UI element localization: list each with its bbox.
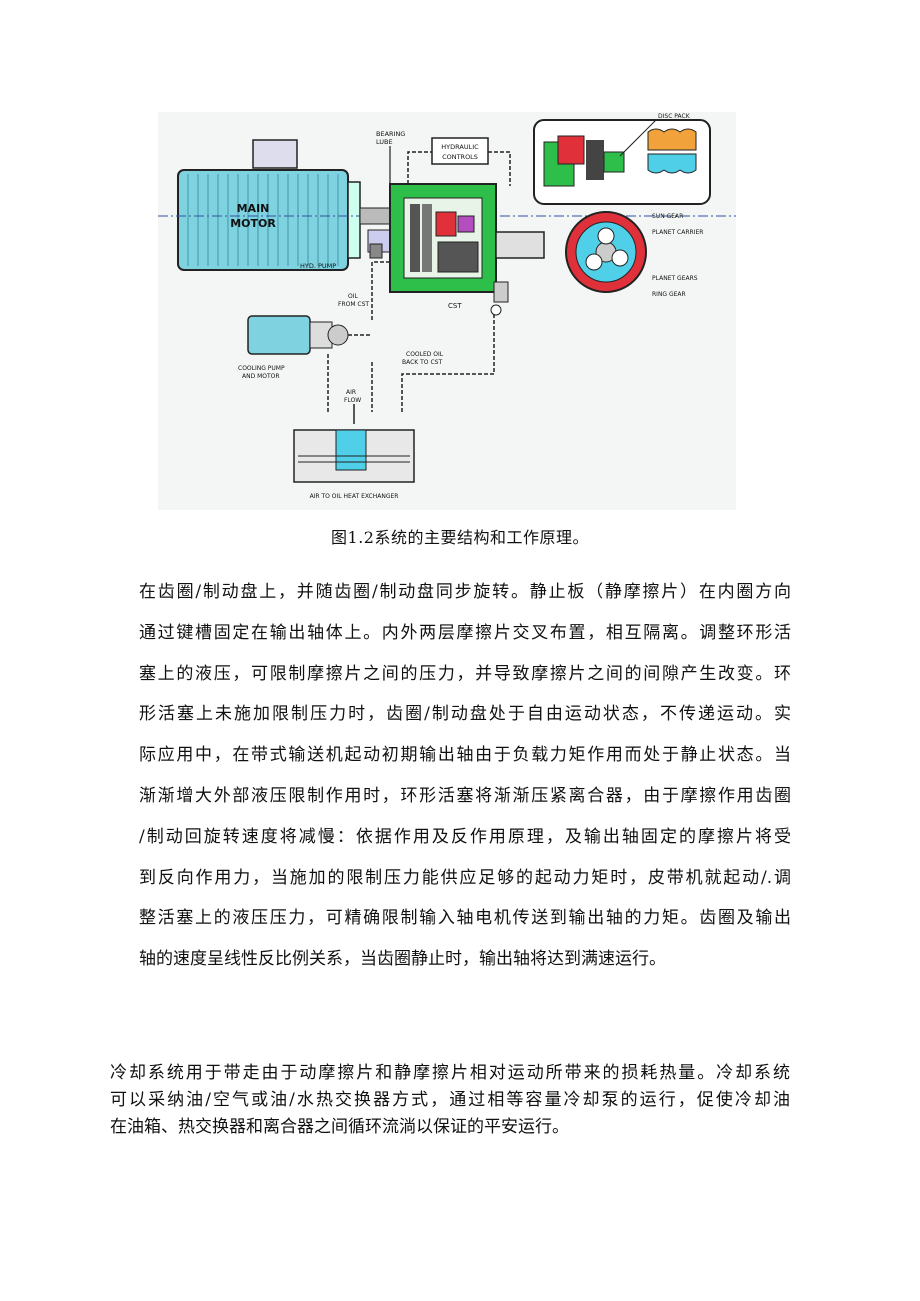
label-cooled-oil-2: BACK TO CST <box>402 359 442 366</box>
label-bearing-lube-2: LUBE <box>376 138 393 146</box>
paragraph-1-line: 在齿圈/制动盘上，并随齿圈/制动盘同步旋转。静止板（静摩擦片）在内圈方向 <box>139 582 791 602</box>
heat-exchanger: AIR TO OIL HEAT EXCHANGER <box>293 429 415 500</box>
label-planet-gears: PLANET GEARS <box>652 275 698 282</box>
paragraph-1-line: 渐渐增大外部液压限制作用时，环形活塞将渐渐压紧离合器，由于摩擦作用齿圈 <box>139 785 791 806</box>
label-hyd-pump: HYD. PUMP <box>300 262 336 270</box>
label-bearing-lube-1: BEARING <box>376 130 405 138</box>
label-cooling-pump-1: COOLING PUMP <box>238 365 285 372</box>
label-main-motor-2: MOTOR <box>230 217 276 230</box>
paragraph-1-line: 到反向作用力，当施加的限制压力能供应足够的起动力矩时，皮带机就起动/.调 <box>139 867 791 888</box>
paragraph-1-line: 通过键槽固定在输出轴体上。内外两层摩擦片交叉布置，相互隔离。调整环形活 <box>139 622 791 643</box>
label-sun-gear: SUN GEAR <box>652 213 683 220</box>
label-air-flow-2: FLOW <box>344 397 361 404</box>
label-air-flow-1: AIR <box>346 389 356 396</box>
paragraph-2: 冷却系统用于带走由于动摩擦片和静摩擦片相对运动所带来的损耗热量。冷却系统 可以采… <box>110 1060 790 1141</box>
paragraph-2-line: 可以采纳油/空气或油/水热交换器方式，通过相等容量冷却泵的运行，促使冷却油 <box>110 1090 790 1110</box>
label-ring-gear: RING GEAR <box>652 291 686 298</box>
figure-caption: 图1.2系统的主要结构和工作原理。 <box>331 528 589 547</box>
label-main-motor-1: MAIN <box>237 202 270 215</box>
disc-pack-detail: DISC PACK <box>533 113 711 205</box>
paragraph-2-line: 冷却系统用于带走由于动摩擦片和静摩擦片相对运动所带来的损耗热量。冷却系统 <box>110 1063 790 1083</box>
paragraph-1: 在齿圈/制动盘上，并随齿圈/制动盘同步旋转。静止板（静摩擦片）在内圈方向 通过键… <box>139 572 791 980</box>
planetary-gear-detail: SUN GEAR PLANET CARRIER PLANET GEARS RIN… <box>565 211 703 298</box>
paragraph-2-line: 在油箱、热交换器和离合器之间循环流淌以保证的平安运行。 <box>110 1117 569 1137</box>
paragraph-1-line: 际应用中，在带式输送机起动初期输出轴由于负载力矩作用而处于静止状态。当 <box>139 745 791 766</box>
label-oil-from-cst-2: FROM CST <box>338 301 369 308</box>
label-cooled-oil-1: COOLED OIL <box>406 351 444 358</box>
label-planet-carrier: PLANET CARRIER <box>652 229 703 236</box>
main-motor: MAIN MOTOR <box>158 139 736 271</box>
paragraph-1-line: 整活塞上的液压压力，可精确限制输入轴电机传送到输出轴的力矩。齿圈及输出 <box>139 908 791 929</box>
label-oil-from-cst-1: OIL <box>348 293 358 300</box>
label-cooling-pump-2: AND MOTOR <box>242 373 280 380</box>
paragraph-1-line: 形活塞上未施加限制压力时，齿圈/制动盘处于自由运动状态，不传递运动。实 <box>139 704 791 725</box>
label-hydraulic-2: CONTROLS <box>442 153 478 161</box>
cooling-pump: COOLING PUMP AND MOTOR <box>238 315 349 380</box>
hydraulic-controls: HYDRAULIC CONTROLS <box>407 137 511 186</box>
label-heat-exchanger: AIR TO OIL HEAT EXCHANGER <box>310 493 399 500</box>
cst-housing: CST <box>389 183 545 310</box>
label-cst: CST <box>448 302 462 310</box>
paragraph-1-line: /制动回旋转速度将减慢：依据作用及反作用原理，及输出轴固定的摩擦片将受 <box>139 826 791 847</box>
paragraph-1-line: 轴的速度呈线性反比例关系，当齿圈静止时，输出轴将达到满速运行。 <box>139 949 666 970</box>
cst-system-diagram: MAIN MOTOR CST HYDRAULIC CONTROLS BEARIN… <box>158 112 736 510</box>
label-disc-pack: DISC PACK <box>658 113 691 120</box>
label-hydraulic-1: HYDRAULIC <box>441 143 479 151</box>
paragraph-1-line: 塞上的液压，可限制摩擦片之间的压力，并导致摩擦片之间的间隙产生改变。环 <box>139 663 791 684</box>
